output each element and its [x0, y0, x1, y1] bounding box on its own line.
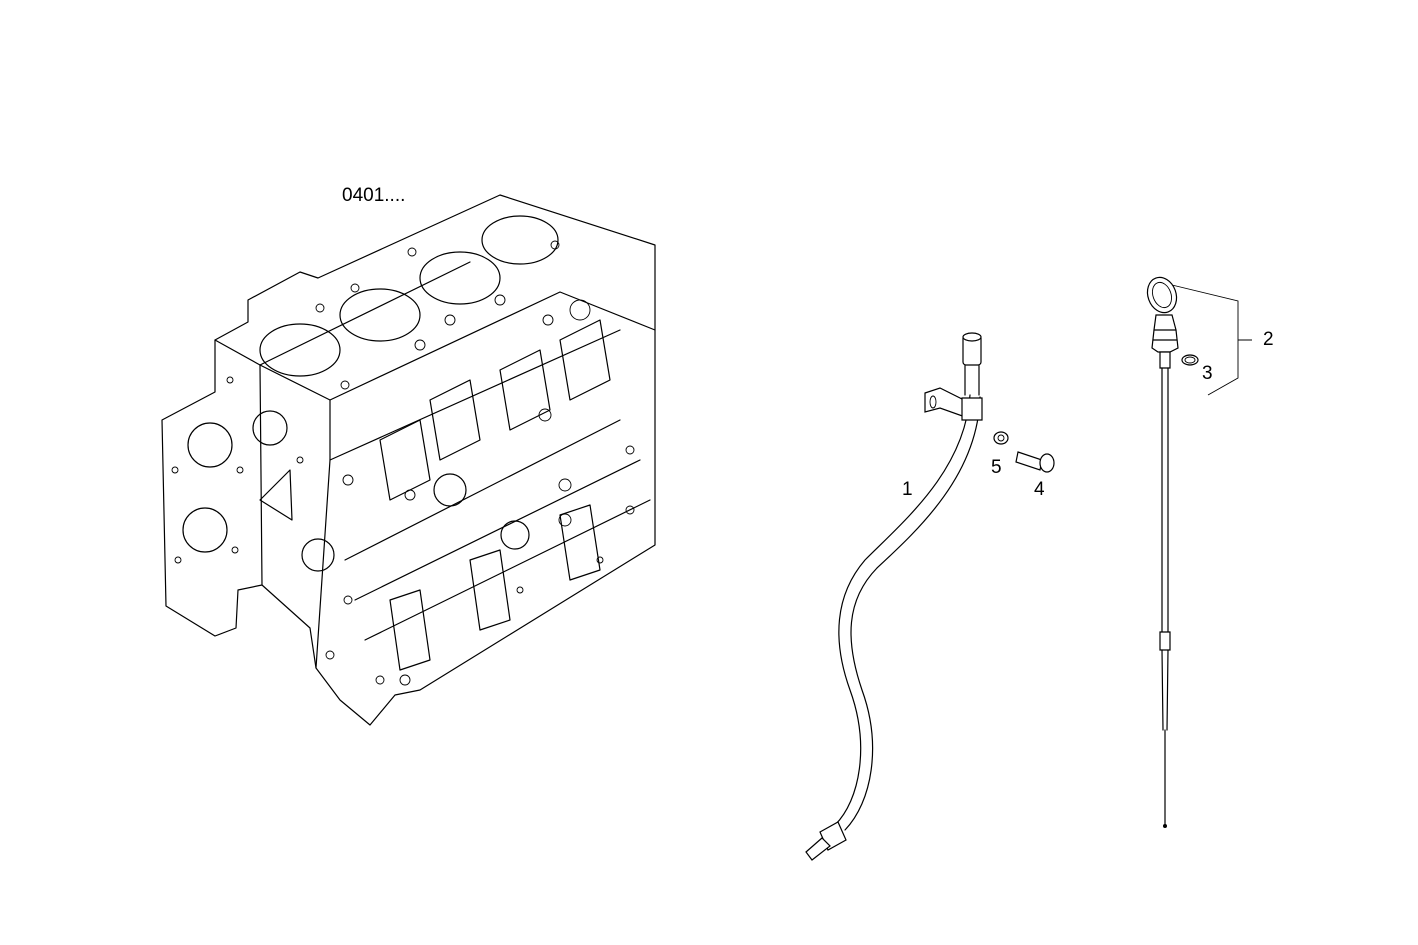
callout-2: 2: [1263, 329, 1274, 350]
callout-bracket: [1171, 284, 1252, 396]
reference-label: 0401....: [342, 185, 406, 206]
dipstick: [1146, 276, 1199, 828]
engine-block: [161, 194, 656, 726]
callout-1: 1: [902, 479, 913, 500]
washer-and-bolt: [993, 431, 1055, 473]
dipstick-tube: [805, 332, 983, 861]
callout-5: 5: [991, 457, 1002, 478]
callout-3: 3: [1202, 363, 1213, 384]
callout-4: 4: [1034, 479, 1045, 500]
